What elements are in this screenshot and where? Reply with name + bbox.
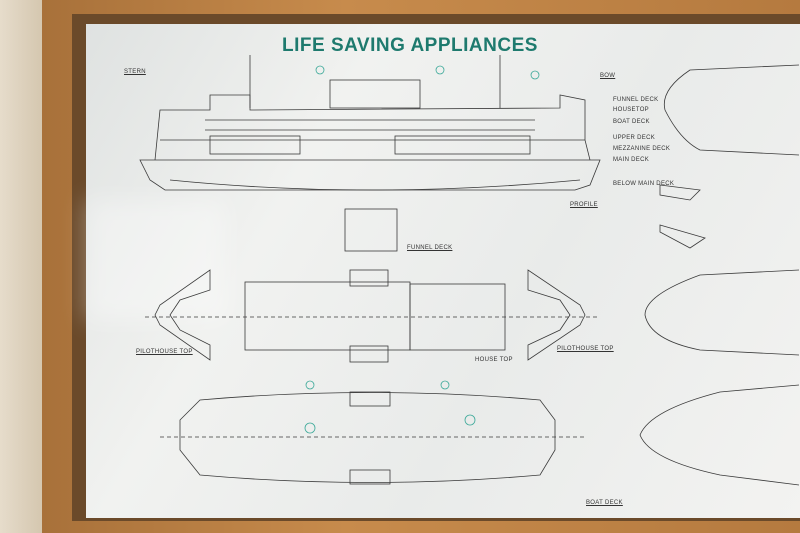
- pilothouse-top-left-plan: [154, 269, 211, 361]
- house-top-plan: [145, 269, 600, 363]
- profile-view: [139, 55, 601, 191]
- deck-label-main: MAIN DECK: [613, 157, 650, 163]
- deck-label-housetop: HOUSETOP: [613, 107, 649, 113]
- funnel-deck-label: FUNNEL DECK: [407, 245, 453, 251]
- wall: [0, 0, 44, 533]
- stern-label: STERN: [124, 69, 146, 75]
- deck-label-boat: BOAT DECK: [613, 119, 650, 125]
- glass-reflection: [86, 200, 226, 320]
- house-top-label: HOUSE TOP: [475, 357, 513, 363]
- boat-deck-label: BOAT DECK: [586, 500, 623, 506]
- right-partial-plan-bottom: [639, 384, 800, 486]
- diagram-sheet: [86, 24, 800, 518]
- deck-label-funnel: FUNNEL DECK: [613, 97, 659, 103]
- profile-label: PROFILE: [570, 202, 598, 208]
- bow-label: BOW: [600, 73, 616, 79]
- funnel-deck-plan: [344, 208, 398, 252]
- pilothouse-top-right-label: PILOTHOUSE TOP: [557, 346, 614, 352]
- deck-label-below-main: BELOW MAIN DECK: [613, 181, 675, 187]
- diagram-title: LIFE SAVING APPLIANCES: [282, 35, 538, 56]
- right-partial-plan-top: [663, 64, 800, 156]
- boat-deck-plan: [160, 391, 585, 485]
- right-partial-details: [659, 184, 706, 249]
- life-saving-symbols: [304, 65, 540, 434]
- deck-label-upper: UPPER DECK: [613, 135, 656, 141]
- deck-label-mezzanine: MEZZANINE DECK: [613, 146, 671, 152]
- right-partial-plan-middle: [644, 269, 800, 356]
- pilothouse-top-left-label: PILOTHOUSE TOP: [136, 349, 193, 355]
- pilothouse-top-right-plan: [527, 269, 586, 361]
